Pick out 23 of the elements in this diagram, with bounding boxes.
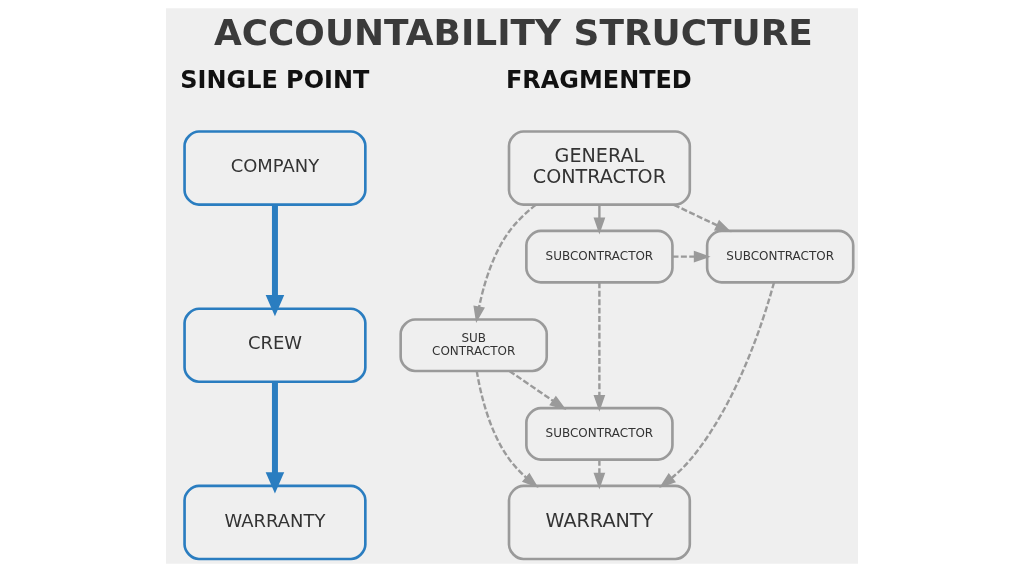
arrow [593, 282, 606, 412]
node-box: SUBCONTRACTOR [525, 406, 674, 461]
arrow [509, 370, 567, 410]
arrow [673, 203, 732, 233]
label: FRAGMENTED [506, 66, 692, 95]
node-box: WARRANTY [183, 484, 367, 561]
arrow [475, 370, 539, 488]
diagram-title: ACCOUNTABILITY STRUCTURE [213, 12, 813, 54]
node-box: SUB CONTRACTOR [399, 318, 549, 373]
arrow [672, 250, 711, 263]
node-box: COMPANY [183, 130, 367, 206]
node-box: CREW [183, 307, 367, 384]
label: SINGLE POINT [180, 66, 370, 95]
arrow [265, 204, 285, 317]
arrow [593, 204, 606, 235]
node-box: SUBCONTRACTOR [525, 229, 674, 284]
arrow [473, 203, 537, 323]
node-box: GENERAL CONTRACTOR [507, 130, 692, 206]
arrow [659, 282, 776, 488]
node-box: WARRANTY [507, 484, 692, 561]
arrow [265, 381, 285, 494]
arrow [593, 460, 606, 490]
node-box: SUBCONTRACTOR [705, 229, 855, 284]
